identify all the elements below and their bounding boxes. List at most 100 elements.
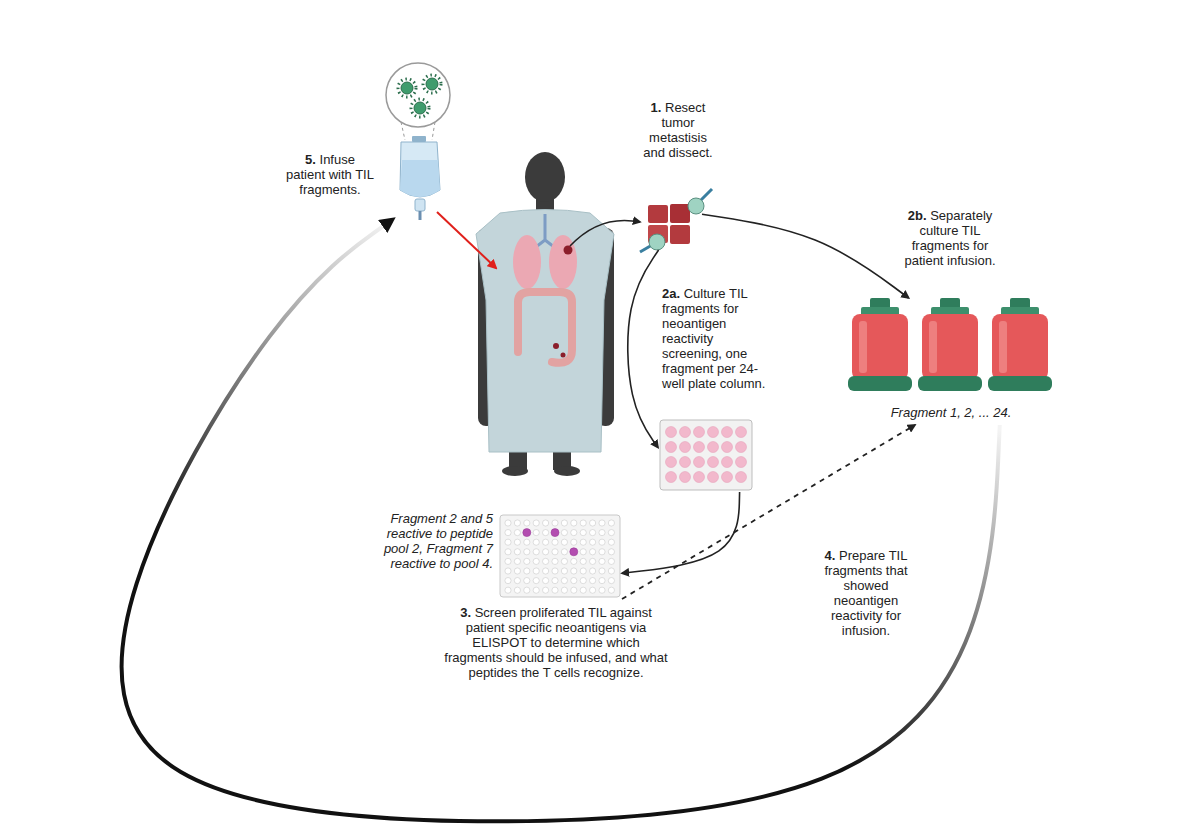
well (561, 520, 567, 526)
tumor-piece (670, 225, 690, 244)
well (571, 558, 577, 564)
well (680, 472, 691, 483)
well (608, 568, 614, 574)
well (533, 530, 539, 536)
well (571, 520, 577, 526)
well (608, 530, 614, 536)
forceps-tip (688, 198, 704, 214)
well (666, 427, 677, 438)
well (599, 558, 605, 564)
well (708, 457, 719, 468)
well (514, 587, 520, 593)
well (505, 587, 511, 593)
well (722, 442, 733, 453)
tumor-piece (670, 204, 690, 223)
well-grid (505, 520, 615, 593)
culture-bag (918, 298, 982, 391)
well (580, 558, 586, 564)
step-number: 1. (651, 100, 662, 115)
patient-foot (554, 466, 580, 476)
t-cell-receptors (423, 75, 441, 93)
well (524, 587, 530, 593)
colon-tumor (561, 353, 566, 358)
well (543, 558, 549, 564)
well (524, 558, 530, 564)
flow-arrow (622, 492, 740, 573)
well (571, 568, 577, 574)
patient-head (525, 152, 565, 202)
step-number: 3. (460, 605, 471, 620)
well (708, 427, 719, 438)
well (543, 568, 549, 574)
well (608, 587, 614, 593)
well (533, 539, 539, 545)
edge-label: 4. Prepare TIL fragments that showed neo… (818, 548, 914, 638)
well (524, 568, 530, 574)
well (524, 539, 530, 545)
drip-chamber (415, 199, 425, 211)
colon-tumor (553, 343, 559, 349)
well (599, 578, 605, 584)
note-text: Fragment 2 and 5 reactive to peptide poo… (368, 511, 493, 571)
well (561, 539, 567, 545)
well (514, 568, 520, 574)
screening-plate-node: 2a. Culture TIL fragments for neoantigen… (658, 418, 754, 492)
well (533, 549, 539, 555)
step-number: 4. (825, 548, 836, 563)
flow-arrow (628, 250, 659, 448)
well (736, 472, 747, 483)
well (514, 549, 520, 555)
well (722, 472, 733, 483)
well (571, 578, 577, 584)
step-caption: 1. Resect tumor metastisis and dissect. (638, 100, 718, 160)
well-plate-24 (660, 420, 752, 490)
well (552, 539, 558, 545)
well (608, 539, 614, 545)
well (708, 472, 719, 483)
well (505, 549, 511, 555)
iv-bag (386, 63, 450, 220)
culture-bag (848, 298, 912, 391)
bag-fluid (400, 160, 440, 197)
well (533, 568, 539, 574)
well (580, 549, 586, 555)
well (736, 442, 747, 453)
well (599, 549, 605, 555)
well (533, 587, 539, 593)
well (694, 442, 705, 453)
elispot-plate (500, 515, 620, 597)
well (590, 520, 596, 526)
well (599, 539, 605, 545)
well (561, 587, 567, 593)
step-caption: 2b. Separately culture TIL fragments for… (895, 208, 1005, 268)
well (561, 578, 567, 584)
step-caption: 5. Infuse patient with TIL fragments. (286, 152, 374, 197)
step-caption: 2a. Culture TIL fragments for neoantigen… (662, 286, 770, 391)
t-cell-receptors (411, 99, 429, 117)
well (505, 539, 511, 545)
elispot-plate-node: Fragment 2 and 5 reactive to peptide poo… (498, 513, 622, 599)
well (505, 578, 511, 584)
well (571, 539, 577, 545)
well (599, 587, 605, 593)
well (580, 530, 586, 536)
tumor-fragments (640, 189, 712, 252)
well (722, 427, 733, 438)
well (524, 520, 530, 526)
well (543, 539, 549, 545)
well (543, 549, 549, 555)
well (680, 442, 691, 453)
step-caption: 3. Screen proliferated TIL against patie… (442, 605, 670, 680)
note-text: Fragment 1, 2, ... 24. (845, 405, 1057, 420)
well (524, 549, 530, 555)
lung-tumor (564, 246, 573, 255)
well (590, 549, 596, 555)
well (533, 558, 539, 564)
well (543, 578, 549, 584)
well (590, 558, 596, 564)
well (533, 578, 539, 584)
well (590, 587, 596, 593)
well (708, 442, 719, 453)
